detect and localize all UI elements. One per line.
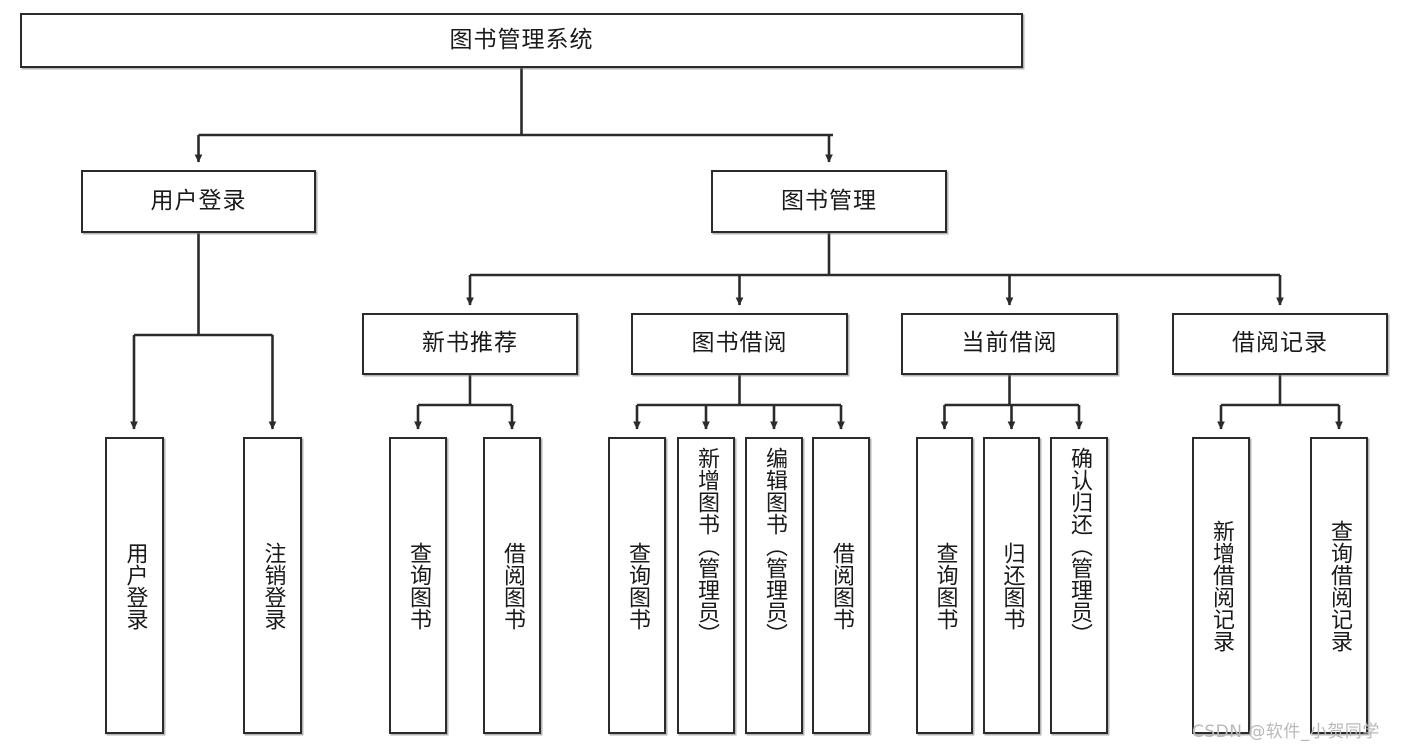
csdn-watermark: CSDN @软件_小贺同学 xyxy=(1192,722,1380,742)
node-leaf-query-book-borrow-label: 查询图书 xyxy=(624,541,650,630)
node-leaf-query-borrow-record[interactable]: 查询借阅记录 xyxy=(1310,437,1368,734)
node-leaf-confirm-return-admin-label: 确认归还（管理员） xyxy=(1066,447,1092,645)
node-leaf-return-book-label: 归还图书 xyxy=(999,541,1025,630)
node-level3-new-book-recommend[interactable]: 新书推荐 xyxy=(362,313,578,375)
node-leaf-user-login[interactable]: 用户登录 xyxy=(105,437,164,734)
node-leaf-query-borrow-record-label: 查询借阅记录 xyxy=(1326,519,1352,652)
node-leaf-add-borrow-record-label: 新增借阅记录 xyxy=(1208,519,1234,652)
node-leaf-query-book-rec-label: 查询图书 xyxy=(405,541,431,630)
node-level3-borrow-record[interactable]: 借阅记录 xyxy=(1172,313,1388,375)
node-leaf-query-book-rec[interactable]: 查询图书 xyxy=(389,437,447,734)
node-level3-new-book-recommend-label: 新书推荐 xyxy=(422,330,518,357)
node-level2-book-management-label: 图书管理 xyxy=(781,187,877,214)
node-leaf-edit-book-admin-label: 编辑图书（管理员） xyxy=(761,447,787,645)
node-leaf-query-book-borrow[interactable]: 查询图书 xyxy=(608,437,666,734)
node-leaf-borrow-book-rec-label: 借阅图书 xyxy=(499,541,525,630)
node-level3-current-borrow-label: 当前借阅 xyxy=(961,330,1058,357)
node-level2-user-login[interactable]: 用户登录 xyxy=(81,170,316,233)
node-leaf-borrow-book[interactable]: 借阅图书 xyxy=(812,437,870,734)
node-leaf-add-book-admin[interactable]: 新增图书（管理员） xyxy=(677,437,735,734)
node-leaf-add-borrow-record[interactable]: 新增借阅记录 xyxy=(1192,437,1250,734)
node-leaf-logout-label: 注销登录 xyxy=(260,541,286,630)
node-level3-borrow-record-label: 借阅记录 xyxy=(1232,330,1328,357)
node-root-图书管理系统[interactable]: 图书管理系统 xyxy=(20,13,1023,68)
node-leaf-edit-book-admin[interactable]: 编辑图书（管理员） xyxy=(745,437,803,734)
node-level3-book-borrow[interactable]: 图书借阅 xyxy=(631,313,848,375)
node-level2-user-login-label: 用户登录 xyxy=(150,187,247,214)
node-leaf-user-login-label: 用户登录 xyxy=(122,541,148,630)
node-level3-current-borrow[interactable]: 当前借阅 xyxy=(901,313,1118,375)
node-level3-book-borrow-label: 图书借阅 xyxy=(691,330,788,357)
node-leaf-confirm-return-admin[interactable]: 确认归还（管理员） xyxy=(1050,437,1108,734)
node-leaf-borrow-book-label: 借阅图书 xyxy=(828,541,854,630)
node-leaf-logout[interactable]: 注销登录 xyxy=(243,437,302,734)
node-leaf-borrow-book-rec[interactable]: 借阅图书 xyxy=(483,437,541,734)
node-leaf-query-book-current[interactable]: 查询图书 xyxy=(916,437,973,734)
node-leaf-add-book-admin-label: 新增图书（管理员） xyxy=(693,447,719,645)
node-level2-book-management[interactable]: 图书管理 xyxy=(711,170,947,233)
node-leaf-query-book-current-label: 查询图书 xyxy=(932,541,958,630)
node-leaf-return-book[interactable]: 归还图书 xyxy=(983,437,1040,734)
node-root-label: 图书管理系统 xyxy=(449,26,594,53)
